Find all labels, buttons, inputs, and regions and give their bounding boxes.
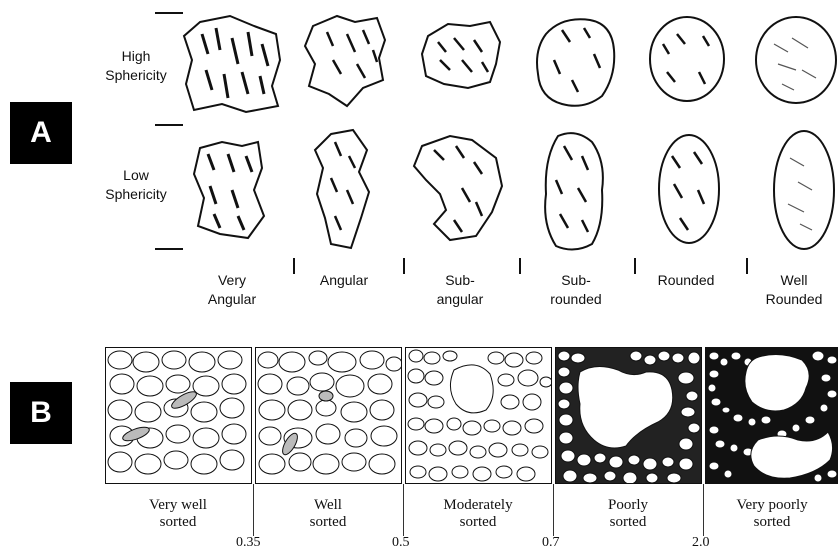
sorting-panel-poorly <box>555 347 702 484</box>
threshold-0-35: 0.35 <box>236 535 261 551</box>
roundness-rounded: Rounded <box>638 271 734 290</box>
row-divider-bottom <box>155 248 183 250</box>
roundness-tick-4 <box>634 258 636 274</box>
pebble-low-well-rounded <box>770 128 836 252</box>
pebble-low-subangular <box>412 132 506 242</box>
pebble-high-angular <box>303 14 387 108</box>
sorting-label-very-well: Very well sorted <box>103 497 253 531</box>
roundness-well-rounded: Well Rounded <box>746 271 838 309</box>
roundness-angular: Angular <box>296 271 392 290</box>
threshold-2-0: 2.0 <box>692 535 710 551</box>
row-divider-top <box>155 12 183 14</box>
pebble-low-rounded <box>656 132 722 246</box>
sorting-label-very-poorly: Very poorly sorted <box>697 497 838 531</box>
sorting-panel-moderately <box>405 347 552 484</box>
row-label-low-sphericity: Low Sphericity <box>94 166 178 204</box>
sorting-label-moderately: Moderately sorted <box>403 497 553 531</box>
badge-b: B <box>10 382 72 444</box>
badge-a: A <box>10 102 72 164</box>
pebble-high-very-angular <box>182 14 282 114</box>
pebble-low-subrounded <box>540 128 608 254</box>
sorting-label-poorly: Poorly sorted <box>553 497 703 531</box>
threshold-0-5: 0.5 <box>392 535 410 551</box>
roundness-subrounded: Sub- rounded <box>528 271 624 309</box>
pebble-low-angular <box>313 128 373 252</box>
sorting-panel-very-well <box>105 347 252 484</box>
roundness-subangular: Sub- angular <box>412 271 508 309</box>
roundness-tick-1 <box>293 258 295 274</box>
roundness-very-angular: Very Angular <box>184 271 280 309</box>
sorting-label-well: Well sorted <box>253 497 403 531</box>
sorting-panel-very-poorly <box>705 347 838 484</box>
threshold-0-7: 0.7 <box>542 535 560 551</box>
pebble-high-subangular <box>420 20 502 90</box>
pebble-low-very-angular <box>192 138 268 242</box>
row-label-high-sphericity: High Sphericity <box>94 47 178 85</box>
sorting-panel-well <box>255 347 402 484</box>
row-divider-middle <box>155 124 183 126</box>
pebble-high-subrounded <box>532 14 618 110</box>
roundness-tick-3 <box>519 258 521 274</box>
pebble-high-rounded <box>647 14 727 104</box>
pebble-high-well-rounded <box>752 14 838 106</box>
roundness-tick-2 <box>403 258 405 274</box>
